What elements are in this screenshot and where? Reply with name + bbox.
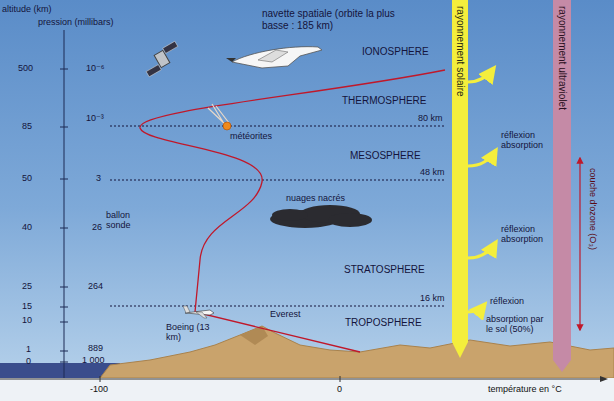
temperature-axis-label: température en °C [488, 384, 562, 394]
reflection-arrows [468, 68, 496, 312]
altitude-value: 15 [22, 301, 32, 311]
ozone-extent [579, 158, 580, 330]
axis-arrowhead [600, 376, 608, 382]
uv-arrowhead [553, 360, 571, 372]
annotation: TROPOSPHERE [345, 317, 422, 329]
altitude-value: 85 [22, 121, 32, 131]
radiation-band: rayonnement ultraviolet [553, 0, 571, 360]
annotation: STRATOSPHERE [344, 264, 425, 276]
annotation: 16 km [420, 293, 445, 303]
temperature-axis-label: -100 [90, 384, 108, 394]
altitude-value: 50 [22, 173, 32, 183]
pressure-value: 889 [88, 343, 103, 353]
pressure-value: 26 [92, 222, 102, 232]
altitude-value: 500 [18, 63, 33, 73]
band-label: rayonnement ultraviolet [556, 6, 568, 110]
band-label: rayonnement solaire [454, 6, 466, 97]
annotation: THERMOSPHERE [342, 95, 426, 107]
altitude-value: 10 [22, 315, 32, 325]
annotation: réflexion absorption [501, 224, 551, 245]
annotation: météorites [230, 131, 272, 141]
annotation: 80 km [418, 113, 443, 123]
sky [0, 0, 614, 378]
altitude-value: 1 [26, 344, 31, 354]
annotation: 48 km [420, 167, 445, 177]
axis-strip [0, 378, 614, 401]
annotation: réflexion absorption [501, 130, 551, 151]
annotation: Everest [270, 309, 301, 319]
pressure-value: 264 [88, 281, 103, 291]
solar-arrowhead [452, 342, 468, 358]
annotation: réflexion [490, 296, 524, 306]
altitude-value: 25 [22, 281, 32, 291]
axis-title: pression (millibars) [38, 17, 114, 27]
nacreous-cloud [270, 205, 372, 228]
annotation: absorption par le sol (50%) [486, 314, 548, 335]
annotation: Boeing (13 km) [166, 322, 210, 343]
meteorite [208, 104, 231, 130]
pressure-value: 10⁻³ [86, 113, 104, 123]
pressure-value: 3 [96, 173, 101, 183]
radiation-band: rayonnement solaire [452, 0, 468, 342]
annotation: navette spatiale (orbite la plus basse :… [262, 8, 412, 31]
annotation: ballon sonde [106, 210, 146, 231]
axis-tick [100, 376, 101, 382]
satellite-icon [146, 41, 178, 77]
pressure-value: 1 000 [82, 355, 105, 365]
annotation: IONOSPHERE [362, 46, 429, 58]
temperature-axis [0, 379, 600, 380]
space-shuttle [226, 47, 322, 68]
annotation: nuages nacrés [286, 193, 345, 203]
layer-boundaries [110, 126, 445, 306]
pressure-value: 10⁻⁶ [86, 63, 104, 73]
axis-tick [340, 376, 341, 382]
altitude-value: 40 [22, 222, 32, 232]
annotation: MESOSPHERE [350, 150, 421, 162]
airplane [183, 306, 214, 318]
axis-ticks [60, 69, 68, 362]
annotation: couche d'ozone (O₃) [588, 168, 598, 250]
axis-title: altitude (km) [2, 4, 52, 14]
temperature-curve [140, 70, 445, 352]
altitude-axis [64, 30, 65, 378]
temperature-axis-label: 0 [337, 384, 342, 394]
altitude-value: 0 [26, 356, 31, 366]
